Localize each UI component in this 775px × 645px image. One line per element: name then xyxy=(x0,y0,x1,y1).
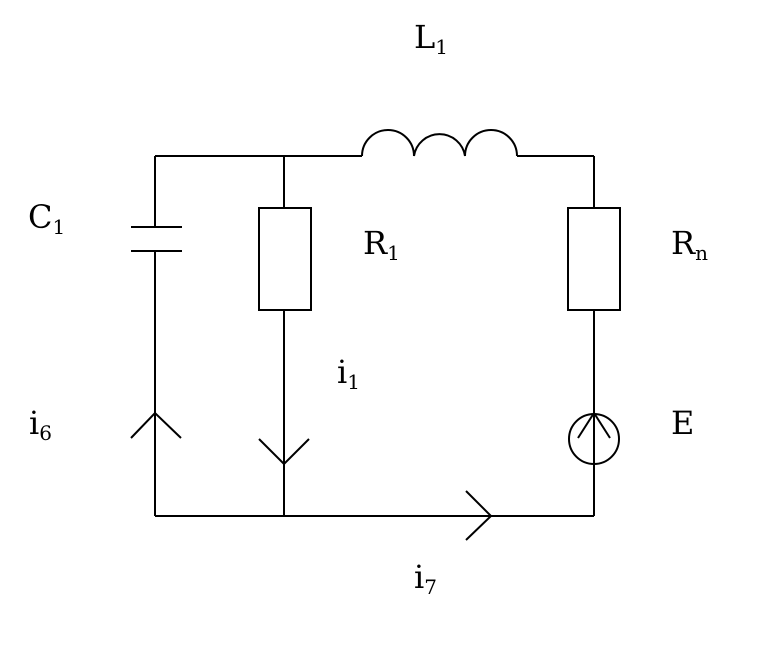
label-e: E xyxy=(671,404,694,442)
label-rn: Rn xyxy=(671,224,708,265)
current-arrow-i6 xyxy=(130,411,182,439)
inductor-l1 xyxy=(361,129,518,157)
resistor-r1 xyxy=(258,207,312,311)
resistor-rn xyxy=(567,207,621,311)
source-e-arrow xyxy=(577,411,611,464)
label-c1: C1 xyxy=(28,198,65,239)
label-i7: i7 xyxy=(414,558,437,599)
current-arrow-i7 xyxy=(465,490,493,541)
label-i6: i6 xyxy=(29,404,52,445)
label-r1: R1 xyxy=(363,224,400,265)
label-i1: i1 xyxy=(337,353,360,394)
label-l1: L1 xyxy=(414,18,448,59)
current-arrow-i1 xyxy=(258,438,310,466)
